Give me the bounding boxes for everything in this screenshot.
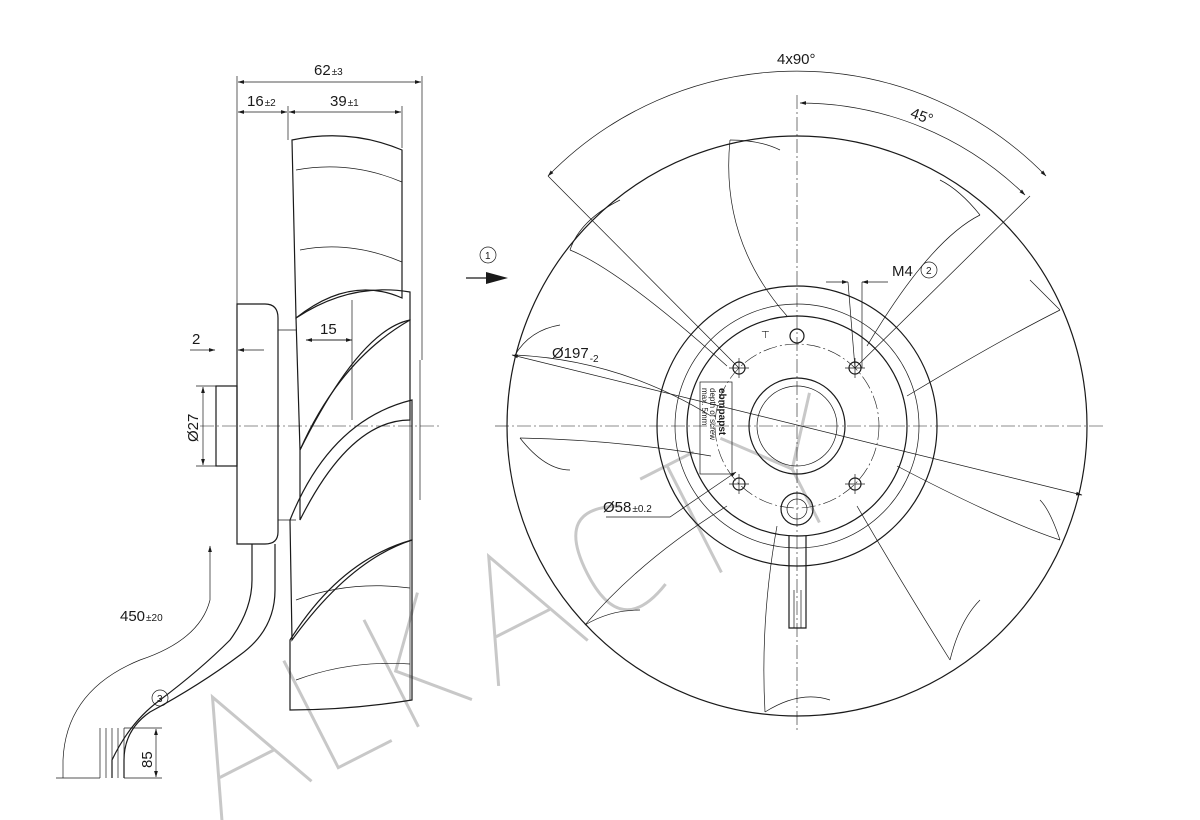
dim-blade-depth: 39±1	[330, 93, 359, 110]
side-view: 62±3 16±2 39±1 2 15 Ø27 450±20 85 3	[56, 62, 440, 779]
dim-shaft-step: 2	[192, 331, 200, 348]
callout-3	[151, 689, 169, 707]
product-label: ebmpapst depth of screw max. 5mm	[699, 381, 733, 475]
svg-text:2: 2	[926, 266, 932, 277]
dim-hub-offset: 16±2	[247, 93, 276, 110]
dim-cable-length: 450±20	[120, 608, 163, 625]
front-view: ebmpapst depth of screw max. 5mm ⊤ 4x90°…	[495, 51, 1105, 730]
dim-rib-width: 15	[320, 321, 337, 338]
rotor-outline	[506, 135, 1088, 717]
motor-hub	[236, 303, 279, 545]
dim-strip-length: 85	[139, 751, 156, 768]
dim-bolt-circle: Ø58±0.2	[603, 499, 652, 516]
svg-text:max. 5mm: max. 5mm	[700, 388, 709, 426]
svg-text:1: 1	[485, 251, 491, 262]
shaft-boss	[215, 385, 238, 467]
airflow-indicator: 1	[466, 246, 508, 284]
svg-text:⊤: ⊤	[761, 330, 770, 341]
dim-overall-depth: 62±3	[314, 62, 343, 79]
thread-spec: M4	[892, 263, 913, 280]
dim-hub-diameter: Ø27	[185, 414, 202, 442]
cable	[111, 544, 253, 778]
wire-ends	[99, 728, 125, 778]
dim-hole-angle: 45°	[908, 105, 935, 129]
dim-hole-pattern: 4x90°	[777, 51, 816, 68]
dim-outer-diameter: Ø197-2	[552, 345, 599, 365]
side-blades	[289, 135, 421, 711]
svg-text:3: 3	[157, 694, 163, 705]
